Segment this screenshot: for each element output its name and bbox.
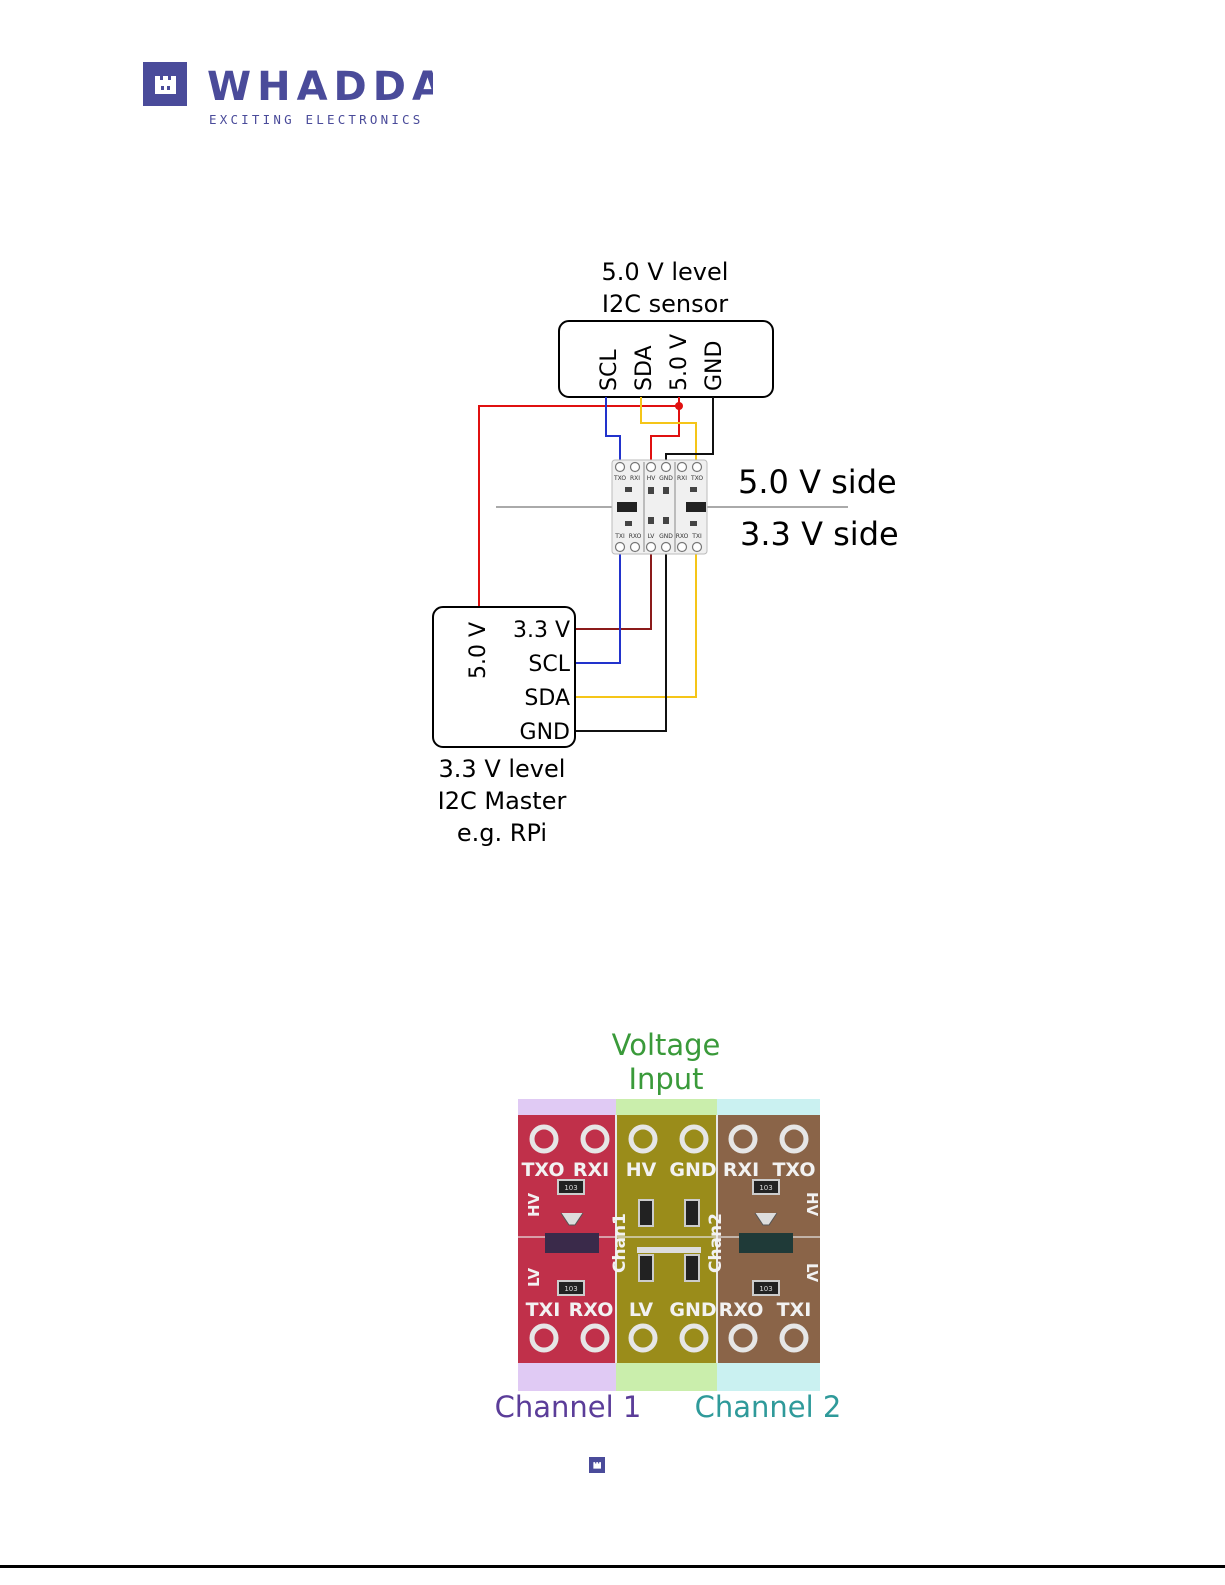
board-bottom-label-4: GND — [659, 533, 673, 540]
pinout-photo: Voltage Input TXO RXI HV GND RXI TXO TXI… — [495, 1028, 842, 1424]
board-top-label-6: TXO — [690, 475, 703, 482]
board-bottom-label-5: RXO — [676, 533, 689, 540]
board-top-label-1: TXO — [613, 475, 626, 482]
sensor-pin-gnd: GND — [702, 341, 727, 391]
master-caption-line3: e.g. RPi — [457, 819, 547, 847]
sensor-box — [558, 320, 774, 398]
master-pin-scl: SCL — [528, 652, 570, 677]
sensor-caption-line1: 5.0 V level — [602, 258, 729, 286]
board-bottom-label-2: RXO — [629, 533, 642, 540]
brand-tagline: EXCITING ELECTRONICS — [209, 112, 424, 127]
wire-sda-bottom — [574, 551, 697, 698]
wire-scl-top — [605, 397, 621, 465]
photo-top-pin-6: TXO — [772, 1159, 815, 1181]
board-bottom-label-1: TXI — [614, 533, 625, 540]
photo-chan2-label: Chan2 — [706, 1213, 726, 1273]
sensor-pin-scl: SCL — [597, 349, 622, 391]
resistor-label: 103 — [759, 1184, 772, 1192]
photo-bottom-pin-4: GND — [669, 1299, 716, 1321]
board-top-label-5: RXI — [677, 475, 687, 482]
master-pin-gnd: GND — [520, 720, 570, 745]
master-side-label: 5.0 V — [466, 622, 491, 679]
board-top-label-3: HV — [647, 475, 657, 482]
master-box — [432, 606, 576, 748]
side-label-33v: 3.3 V side — [740, 515, 899, 553]
pin-pads — [529, 1124, 809, 1353]
board-bottom-label-6: TXI — [691, 533, 702, 540]
voltage-input-title-line2: Input — [628, 1062, 703, 1096]
wire-gnd-top — [665, 397, 714, 465]
wire-sda-top — [640, 397, 697, 465]
photo-lv-left: LV — [525, 1268, 543, 1287]
brand-name: WHADDA — [207, 64, 433, 110]
board-mosfet-icon — [617, 487, 706, 526]
board-voltage-section — [616, 1115, 717, 1363]
photo-bottom-pin-2: RXO — [569, 1299, 614, 1321]
resistor-label: 103 — [564, 1285, 577, 1293]
castle-logo-icon — [143, 62, 187, 106]
wire-scl-bottom — [574, 551, 621, 664]
photo-hv-right: HV — [803, 1192, 821, 1217]
photo-chan1-label: Chan1 — [610, 1213, 630, 1273]
wire-5v-board — [650, 406, 680, 465]
photo-lv-right: LV — [803, 1263, 821, 1282]
photo-top-pin-5: RXI — [723, 1159, 759, 1181]
channel2-caption: Channel 2 — [695, 1390, 842, 1424]
sensor-pin-sda: SDA — [632, 345, 657, 391]
whadda-logo: WHADDA EXCITING ELECTRONICS — [143, 62, 443, 132]
side-label-5v: 5.0 V side — [738, 463, 897, 501]
channel1-caption: Channel 1 — [495, 1390, 641, 1424]
sensor-pin-5v: 5.0 V — [667, 334, 692, 391]
master-caption-line2: I2C Master — [438, 787, 567, 815]
wire-5v — [478, 397, 680, 607]
wire-33v — [574, 551, 652, 630]
resistor-label: 103 — [564, 1184, 577, 1192]
level-shifter-board: TXO RXI HV GND RXI TXO TXI RXO LV GND RX… — [611, 459, 708, 555]
photo-top-pin-4: GND — [669, 1159, 716, 1181]
photo-bottom-pin-1: TXI — [526, 1299, 561, 1321]
board-top-label-4: GND — [659, 475, 673, 482]
photo-bottom-pin-5: RXO — [719, 1299, 764, 1321]
voltage-input-title-line1: Voltage — [612, 1028, 721, 1062]
master-pin-sda: SDA — [524, 686, 570, 711]
photo-bottom-pin-3: LV — [629, 1299, 653, 1321]
photo-top-pin-1: TXO — [521, 1159, 564, 1181]
board-top-label-2: RXI — [630, 475, 640, 482]
wiring-diagram: 5.0 V level I2C sensor SCL SDA 5.0 V GND — [432, 258, 899, 847]
footer-rule — [0, 1565, 1225, 1568]
sensor-caption-line2: I2C sensor — [602, 290, 728, 318]
photo-top-pin-2: RXI — [573, 1159, 609, 1181]
wire-5v-junction — [675, 402, 683, 410]
master-pin-33v: 3.3 V — [513, 618, 570, 643]
board-bottom-label-3: LV — [648, 533, 656, 540]
wire-gnd-bottom — [574, 551, 667, 732]
master-caption-line1: 3.3 V level — [439, 755, 566, 783]
photo-hv-left: HV — [525, 1192, 543, 1217]
photo-bottom-pin-6: TXI — [777, 1299, 812, 1321]
photo-top-pin-3: HV — [626, 1159, 657, 1181]
footer-castle-icon — [589, 1457, 605, 1473]
photo-components: 103 103 103 103 — [545, 1179, 793, 1296]
resistor-label: 103 — [759, 1285, 772, 1293]
